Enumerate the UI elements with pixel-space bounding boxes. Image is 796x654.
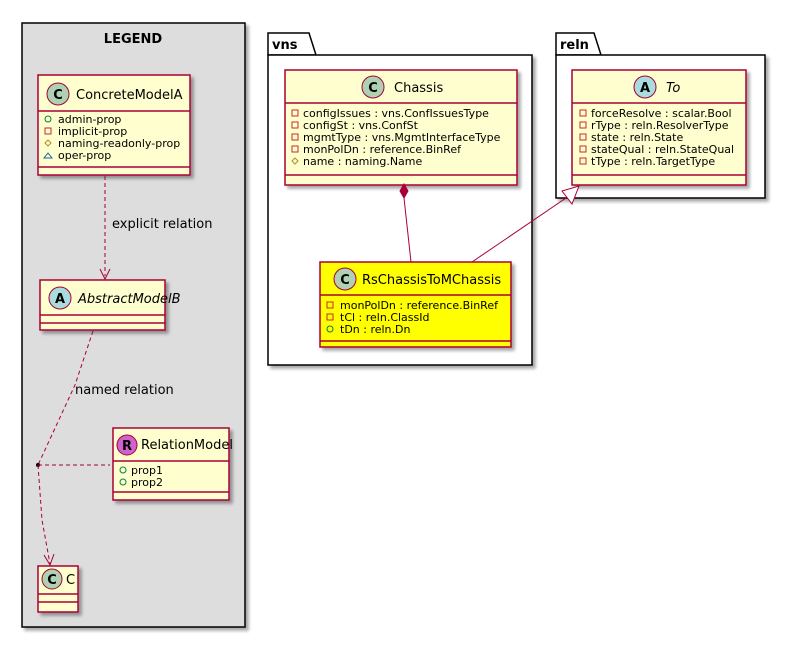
attr-force-resolve: forceResolve : scalar.Bool bbox=[591, 107, 732, 120]
visibility-private-icon bbox=[579, 145, 587, 153]
visibility-protected-icon bbox=[291, 157, 299, 165]
named-relation-label: named relation bbox=[75, 383, 174, 398]
attr-t-type: tType : reln.TargetType bbox=[591, 155, 715, 168]
visibility-private-icon bbox=[291, 109, 299, 117]
class-name: RelationModel bbox=[141, 438, 233, 453]
c-model-class[interactable]: C C bbox=[37, 565, 79, 613]
attr-admin-prop: admin-prop bbox=[58, 113, 121, 126]
attr-config-st: configSt : vns.ConfSt bbox=[303, 119, 419, 132]
package-name: vns bbox=[272, 38, 298, 53]
attr-state-qual: stateQual : reln.StateQual bbox=[591, 143, 734, 156]
class-name: AbstractModelB bbox=[77, 292, 181, 307]
class-name: C bbox=[66, 573, 75, 588]
visibility-private-icon bbox=[291, 121, 299, 129]
class-name: To bbox=[666, 81, 680, 96]
named-relation-arrow: named relation bbox=[36, 330, 174, 567]
svg-text:C: C bbox=[368, 81, 378, 96]
inheritance-link bbox=[471, 185, 580, 263]
class-r-icon: R bbox=[116, 434, 138, 456]
visibility-public-icon bbox=[119, 466, 127, 474]
attr-mgmt-type: mgmtType : vns.MgmtInterfaceType bbox=[303, 131, 501, 144]
class-a-icon: A bbox=[48, 286, 72, 310]
chassis-class[interactable]: C Chassis configIssues : vns.ConfIssuesT… bbox=[284, 69, 518, 186]
visibility-private-icon bbox=[579, 109, 587, 117]
attr-tdn: tDn : reln.Dn bbox=[340, 323, 410, 336]
svg-text:C: C bbox=[47, 573, 57, 588]
class-c-icon: C bbox=[361, 75, 385, 99]
to-class[interactable]: A To forceResolve : scalar.Bool rType : … bbox=[571, 69, 747, 186]
attr-mon-pol-dn: monPolDn : reference.BinRef bbox=[303, 143, 462, 156]
visibility-private-icon bbox=[291, 145, 299, 153]
rs-chassis-class[interactable]: C RsChassisToMChassis monPolDn : referen… bbox=[319, 261, 512, 348]
attr-tcl: tCl : reln.ClassId bbox=[340, 311, 430, 324]
explicit-relation-arrow: explicit relation bbox=[99, 176, 212, 281]
attr-oper-prop: oper-prop bbox=[58, 149, 111, 162]
attr-config-issues: configIssues : vns.ConfIssuesType bbox=[303, 107, 489, 120]
abstract-model-class[interactable]: A AbstractModelB bbox=[39, 279, 181, 331]
class-c-icon: C bbox=[41, 568, 63, 590]
concrete-model-class[interactable]: C ConcreteModelA admin-prop implicit-pro… bbox=[37, 74, 191, 176]
class-c-icon: C bbox=[46, 82, 70, 106]
visibility-private-icon bbox=[44, 127, 52, 135]
svg-text:A: A bbox=[55, 292, 65, 307]
svg-text:A: A bbox=[640, 81, 650, 96]
visibility-public-icon bbox=[119, 478, 127, 486]
svg-text:R: R bbox=[122, 439, 132, 454]
class-c-icon: C bbox=[333, 267, 357, 291]
attr-prop2: prop2 bbox=[131, 476, 163, 489]
visibility-private-icon bbox=[326, 301, 334, 309]
explicit-relation-label: explicit relation bbox=[112, 217, 212, 232]
attr-r-type: rType : reln.ResolverType bbox=[591, 119, 729, 132]
attr-naming-readonly-prop: naming-readonly-prop bbox=[58, 137, 180, 150]
attr-name: name : naming.Name bbox=[303, 155, 423, 168]
svg-text:C: C bbox=[53, 88, 63, 103]
visibility-package-icon bbox=[42, 152, 54, 159]
attr-state: state : reln.State bbox=[591, 131, 683, 144]
attr-mon-pol-dn: monPolDn : reference.BinRef bbox=[340, 299, 499, 312]
class-name: ConcreteModelA bbox=[76, 88, 183, 103]
svg-text:C: C bbox=[340, 273, 350, 288]
class-name: RsChassisToMChassis bbox=[362, 273, 501, 288]
visibility-private-icon bbox=[579, 121, 587, 129]
visibility-private-icon bbox=[579, 133, 587, 141]
visibility-protected-icon bbox=[44, 139, 52, 147]
relation-model-class[interactable]: R RelationModel prop1 prop2 bbox=[112, 427, 233, 501]
visibility-private-icon bbox=[326, 313, 334, 321]
attr-prop1: prop1 bbox=[131, 464, 163, 477]
visibility-public-icon bbox=[44, 115, 52, 123]
class-a-icon: A bbox=[633, 75, 657, 99]
visibility-private-icon bbox=[579, 157, 587, 165]
composition-link bbox=[399, 182, 412, 263]
class-name: Chassis bbox=[394, 81, 443, 96]
attr-implicit-prop: implicit-prop bbox=[58, 125, 127, 138]
visibility-public-icon bbox=[326, 325, 334, 333]
visibility-private-icon bbox=[291, 133, 299, 141]
legend-title: LEGEND bbox=[104, 32, 163, 47]
package-name: reln bbox=[560, 38, 589, 53]
